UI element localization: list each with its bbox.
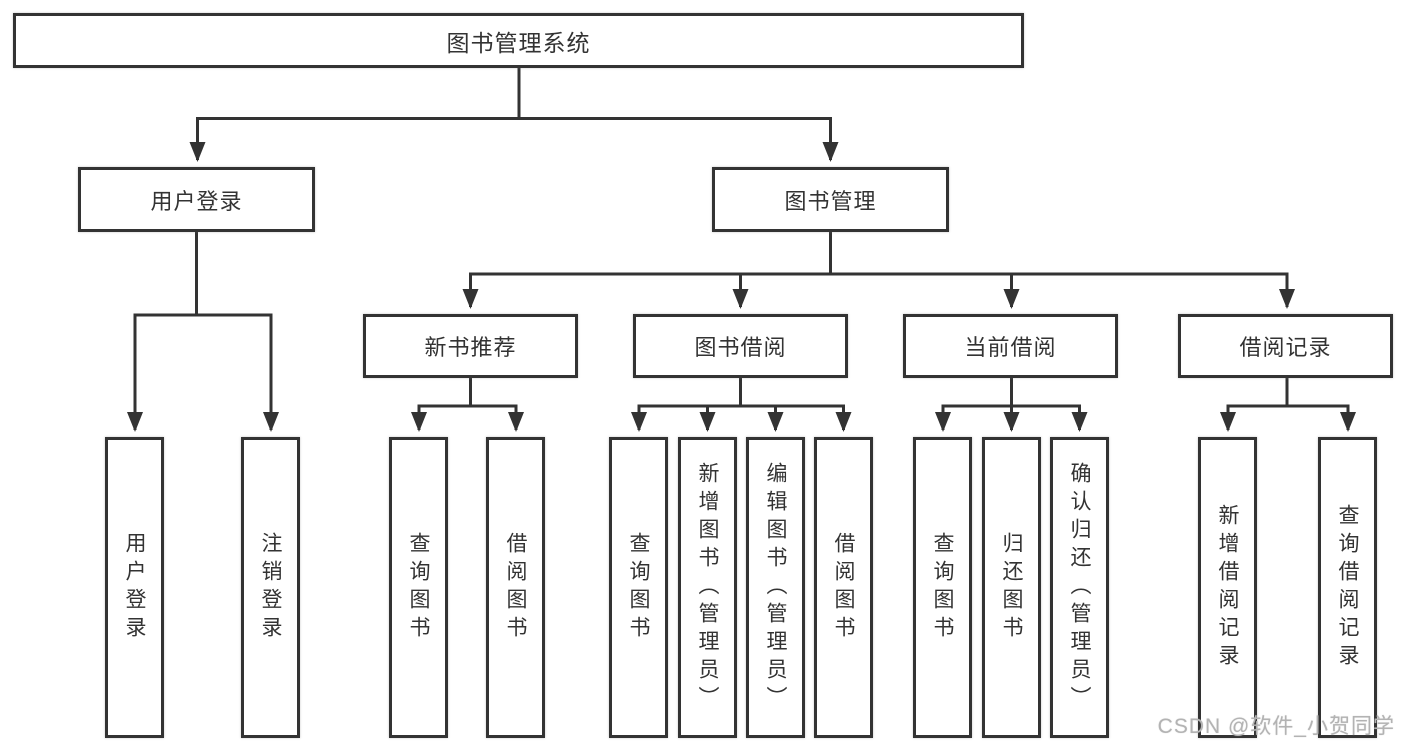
node-current-borrow: 当前借阅	[903, 314, 1118, 378]
leaf-user-login: 用户登录	[105, 437, 164, 738]
leaf-borrow-query-book: 查询图书	[609, 437, 668, 738]
leaf-newbook-borrow-book: 借阅图书	[486, 437, 545, 738]
leaf-borrow-add-book-admin: 新增图书（管理员）	[678, 437, 737, 738]
watermark: CSDN @软件_小贺同学	[1157, 715, 1395, 738]
node-user-login: 用户登录	[78, 167, 315, 232]
leaf-current-query-book: 查询图书	[913, 437, 972, 738]
node-book-borrow: 图书借阅	[633, 314, 848, 378]
leaf-borrow-borrow-book: 借阅图书	[814, 437, 873, 738]
leaf-borrow-edit-book-admin: 编辑图书（管理员）	[746, 437, 805, 738]
leaf-current-confirm-return-admin: 确认归还（管理员）	[1050, 437, 1109, 738]
node-new-book-recommend: 新书推荐	[363, 314, 578, 378]
leaf-records-add-record: 新增借阅记录	[1198, 437, 1257, 738]
leaf-newbook-query-book: 查询图书	[389, 437, 448, 738]
node-book-management: 图书管理	[712, 167, 949, 232]
leaf-logout: 注销登录	[241, 437, 300, 738]
node-root: 图书管理系统	[13, 13, 1024, 68]
leaf-records-query-record: 查询借阅记录	[1318, 437, 1377, 738]
leaf-current-return-book: 归还图书	[982, 437, 1041, 738]
node-borrow-records: 借阅记录	[1178, 314, 1393, 378]
